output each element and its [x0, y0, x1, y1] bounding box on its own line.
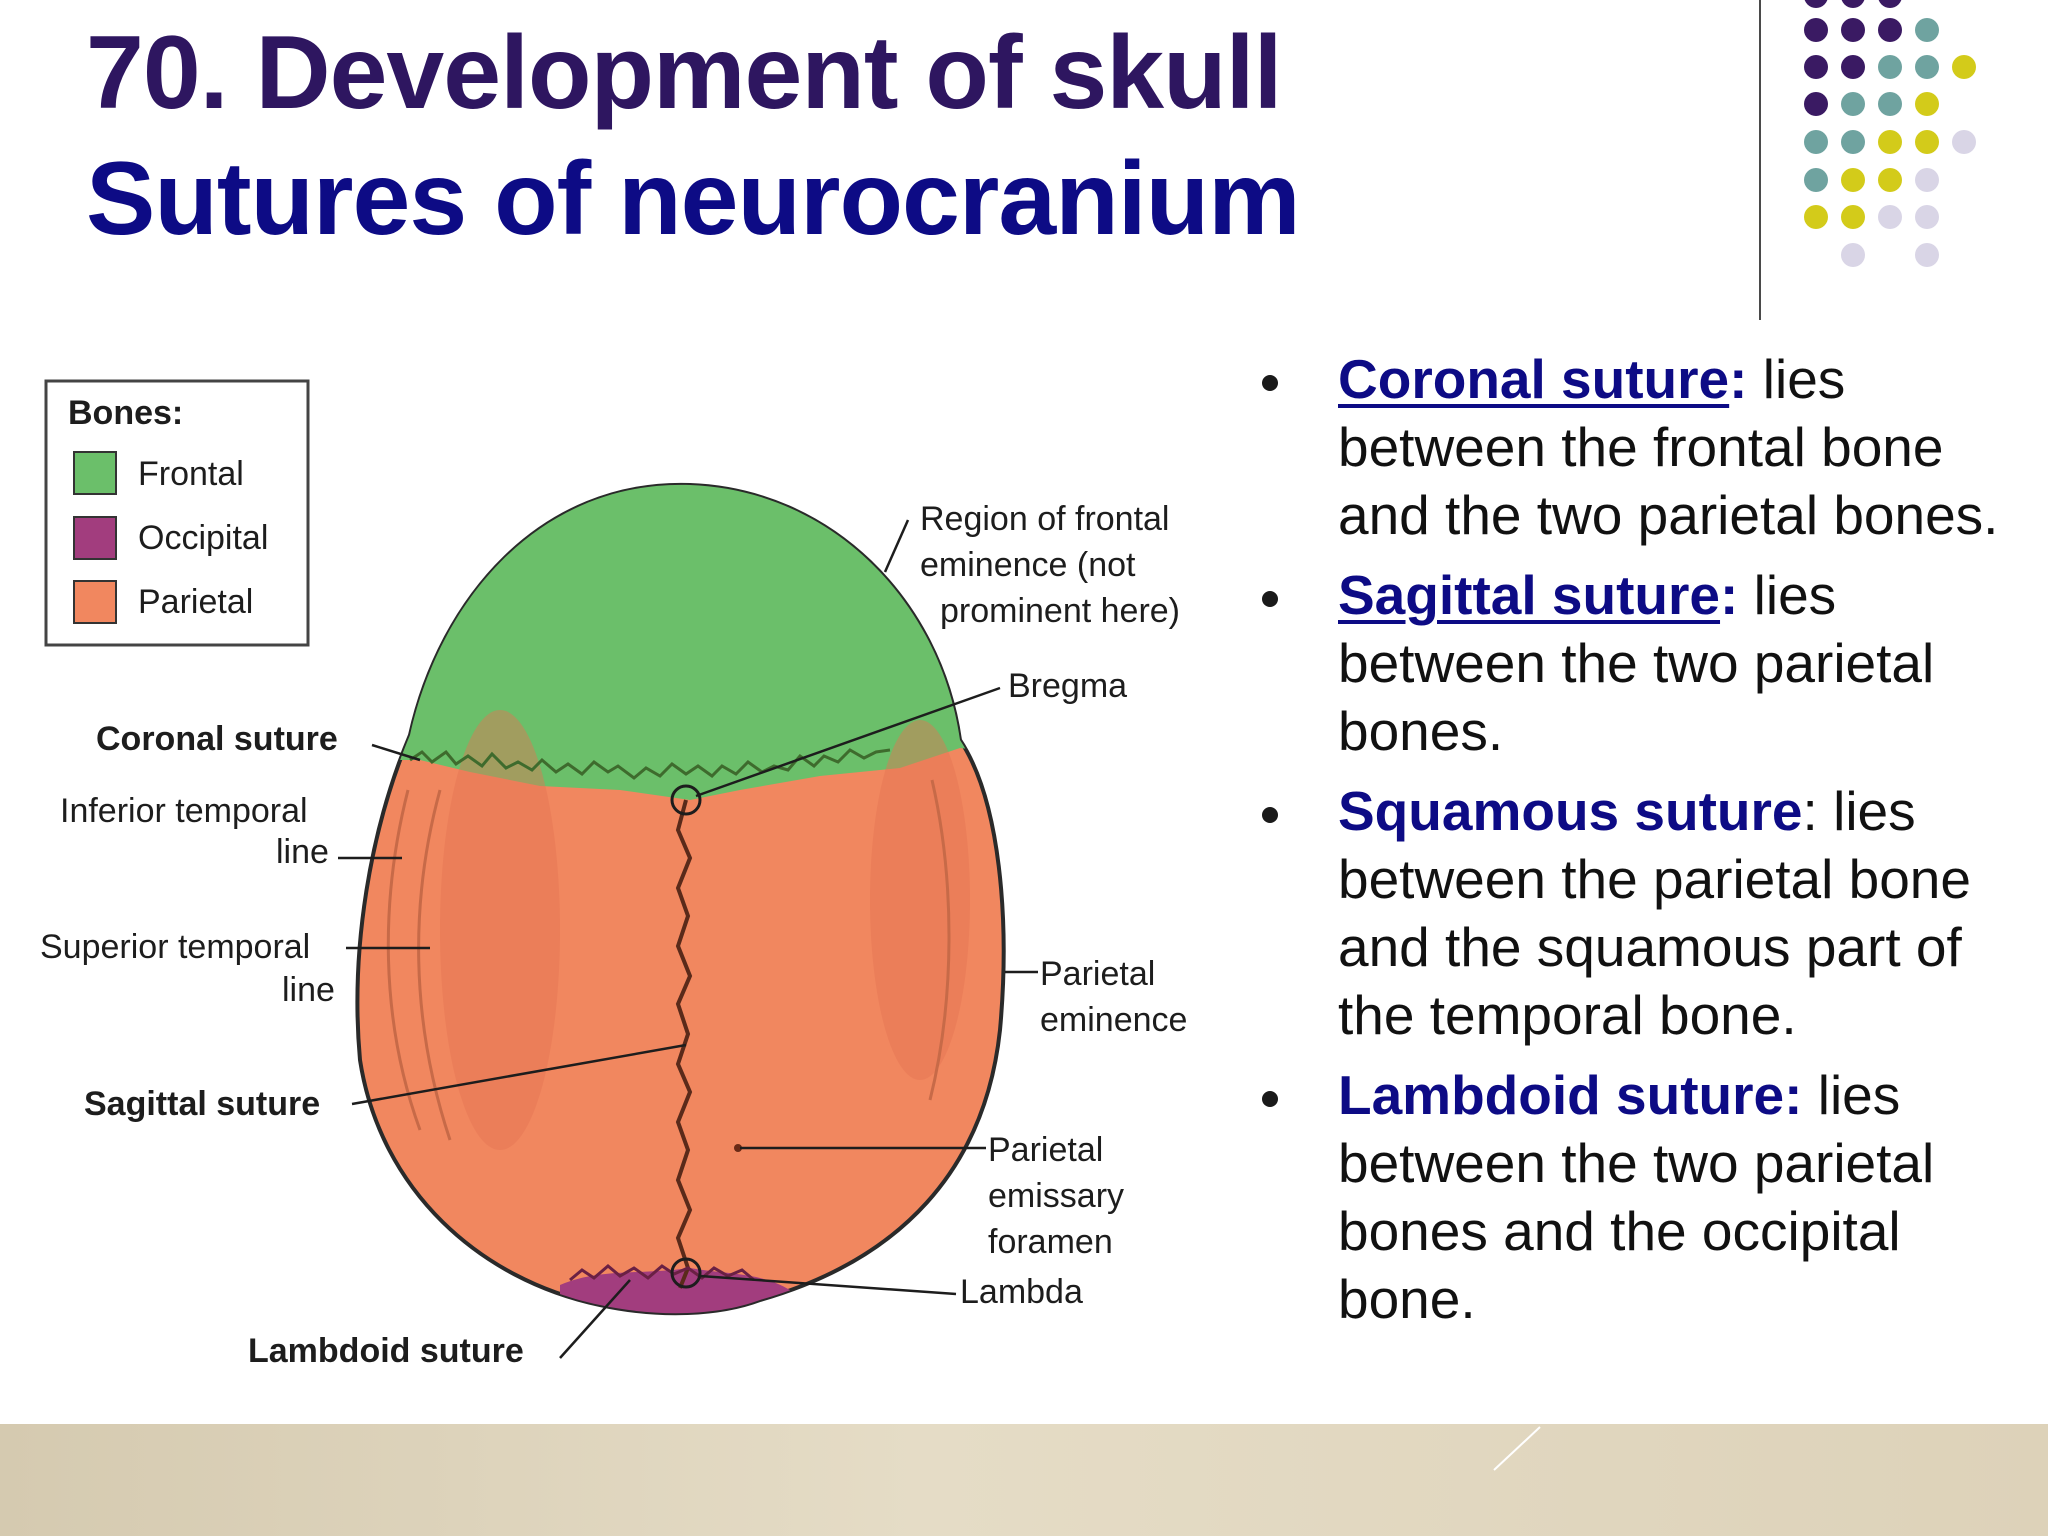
bullet-squamous-suture: Squamous suture: lies between the pariet… [1262, 777, 2022, 1049]
label-inferior-temporal-1: Inferior temporal [60, 792, 308, 830]
label-frontal-eminence-2: eminence (not [920, 546, 1136, 584]
footer-band [0, 1424, 2048, 1536]
label-lambda: Lambda [960, 1273, 1083, 1311]
legend-title: Bones: [68, 394, 183, 432]
term-colon: : [1803, 780, 1818, 842]
label-emissary-1: Parietal [988, 1131, 1103, 1169]
term-squamous-suture: Squamous suture [1338, 780, 1803, 842]
term-sagittal-suture: Sagittal suture [1338, 564, 1720, 626]
bullet-coronal-suture: Coronal suture: lies between the frontal… [1262, 345, 2022, 549]
legend-swatch-frontal [74, 452, 116, 494]
label-lambdoid-suture: Lambdoid suture [248, 1332, 524, 1370]
label-sagittal-suture: Sagittal suture [84, 1085, 320, 1123]
term-coronal-suture: Coronal suture [1338, 348, 1729, 410]
term-colon: : [1729, 348, 1747, 410]
label-frontal-eminence-1: Region of frontal [920, 500, 1170, 538]
term-lambdoid-suture: Lambdoid suture: [1338, 1064, 1802, 1126]
label-emissary-3: foramen [988, 1223, 1113, 1261]
label-parietal-eminence-2: eminence [1040, 1001, 1187, 1039]
decorative-dot-grid [1790, 0, 2020, 280]
suture-bullet-list: Coronal suture: lies between the frontal… [1262, 345, 2022, 1345]
bullet-lambdoid-suture: Lambdoid suture: lies between the two pa… [1262, 1061, 2022, 1333]
header-divider [1759, 0, 1761, 320]
label-bregma: Bregma [1008, 667, 1127, 705]
bones-legend: Bones: Frontal Occipital Parietal [46, 381, 308, 645]
label-inferior-temporal-2: line [276, 833, 329, 871]
label-parietal-eminence-1: Parietal [1040, 955, 1155, 993]
label-superior-temporal-2: line [282, 971, 335, 1009]
skull-superior-view-diagram: Bones: Frontal Occipital Parietal [0, 340, 1240, 1420]
label-coronal-suture: Coronal suture [96, 720, 338, 758]
legend-swatch-parietal [74, 581, 116, 623]
slide-title-line2: Sutures of neurocranium [86, 140, 1300, 259]
label-superior-temporal-1: Superior temporal [40, 928, 310, 966]
bullet-sagittal-suture: Sagittal suture: lies between the two pa… [1262, 561, 2022, 765]
term-colon: : [1720, 564, 1738, 626]
slide-title-line1: 70. Development of skull [86, 14, 1281, 133]
label-frontal-eminence-3: prominent here) [940, 592, 1180, 630]
legend-label-occipital: Occipital [138, 519, 268, 557]
footer-accent-line [1490, 1424, 1550, 1474]
label-emissary-2: emissary [988, 1177, 1124, 1215]
legend-label-frontal: Frontal [138, 455, 244, 493]
legend-swatch-occipital [74, 517, 116, 559]
legend-label-parietal: Parietal [138, 583, 253, 621]
